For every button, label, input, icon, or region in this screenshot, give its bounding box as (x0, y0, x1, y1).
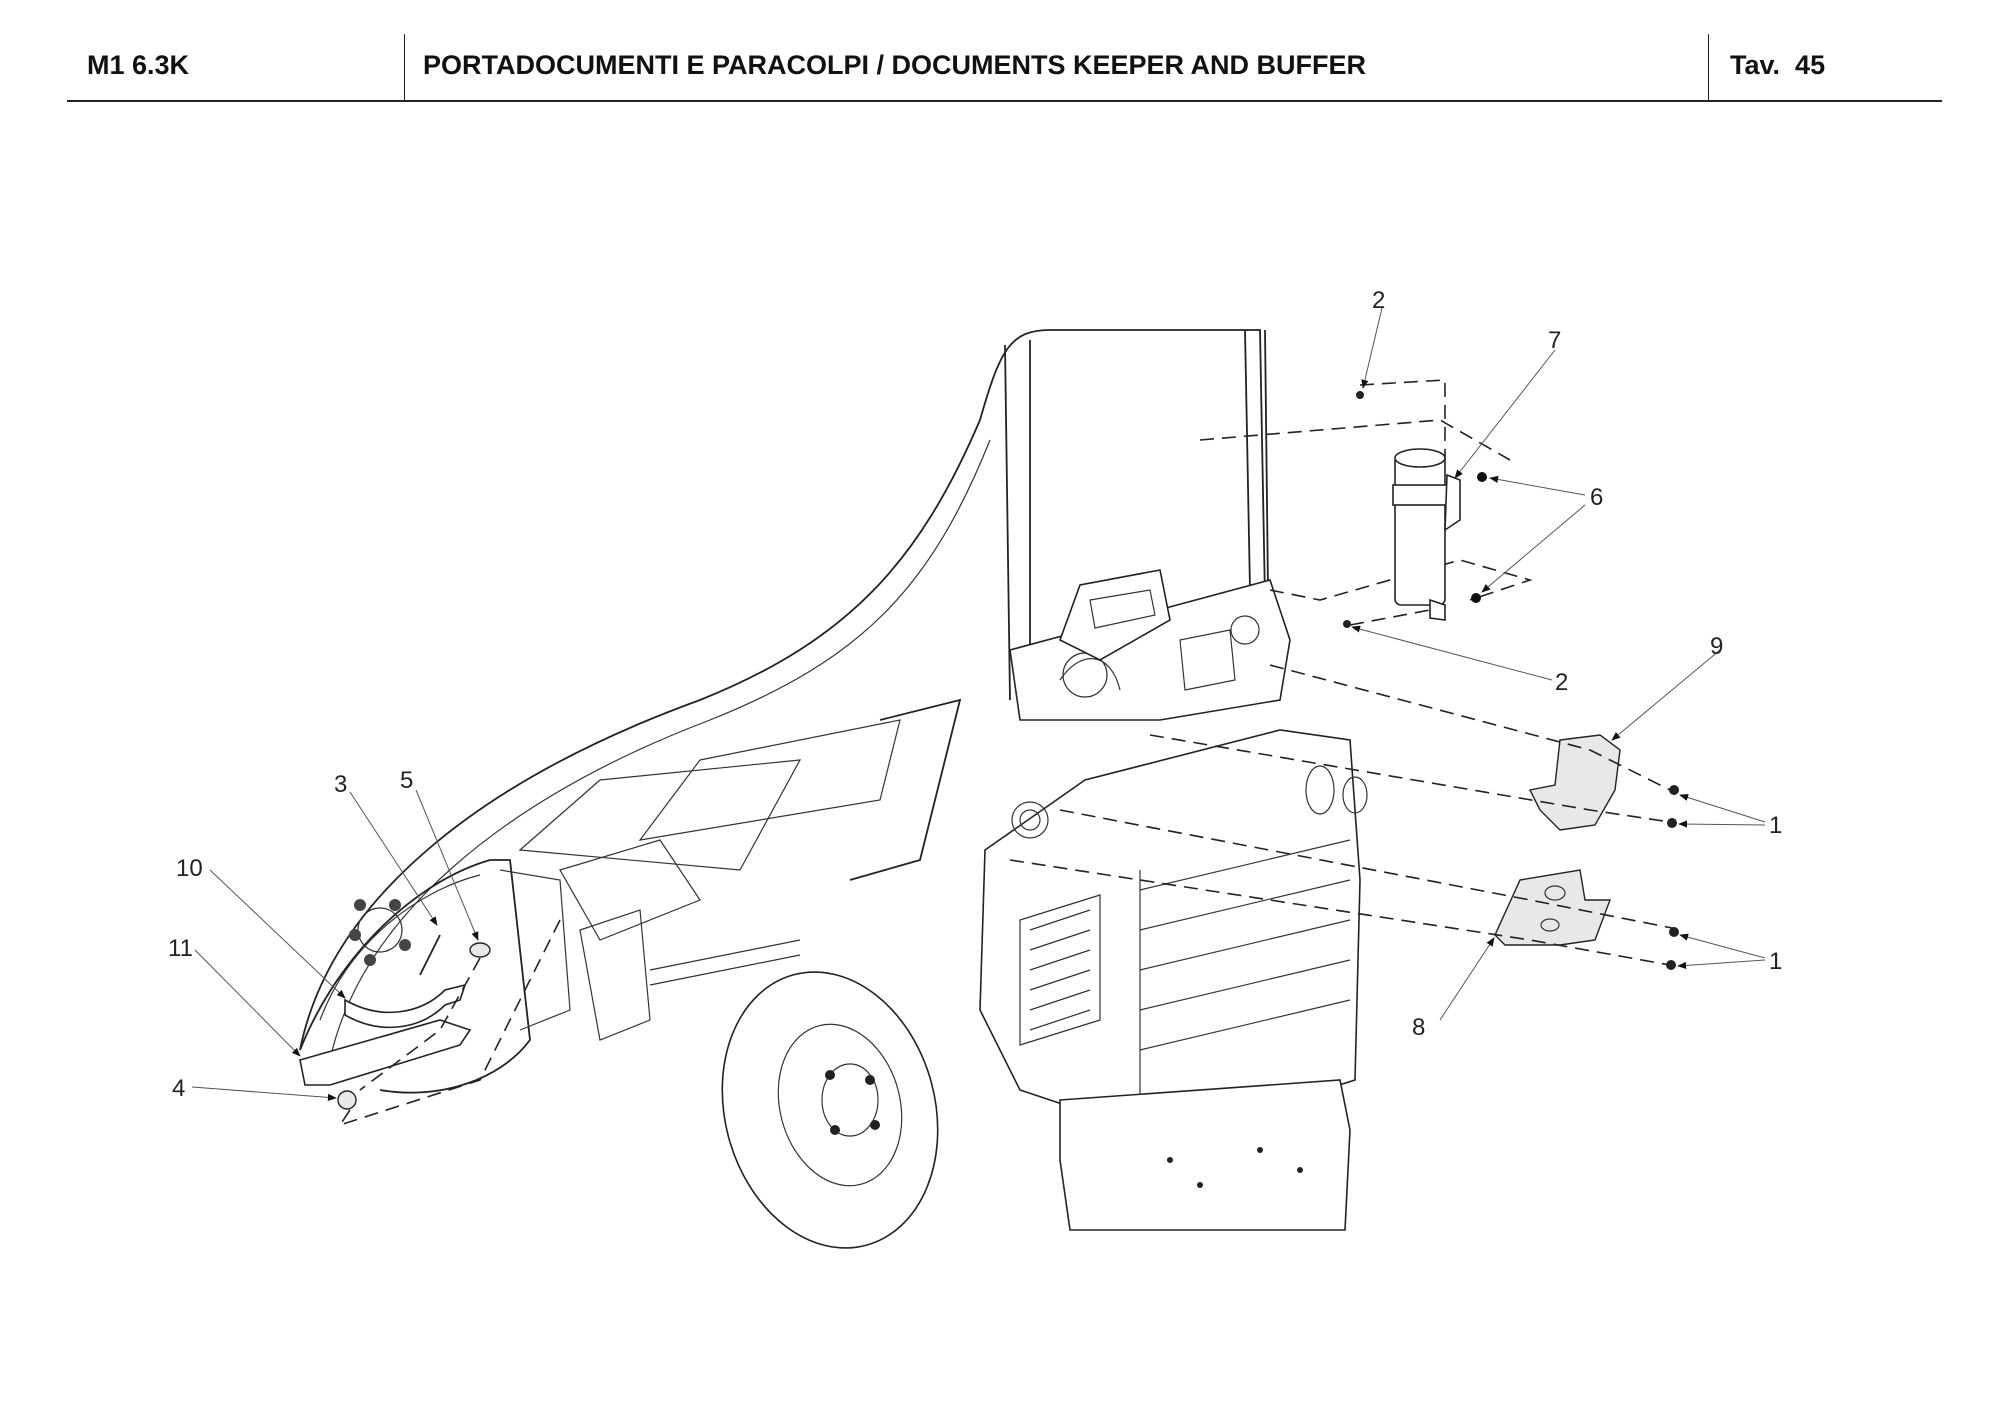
part-5-clip (469, 942, 491, 958)
part-11-plate (299, 1019, 472, 1086)
callout-3: 3 (334, 771, 347, 798)
part-8-buffer (1494, 869, 1612, 946)
document-keeper-assembly (1199, 379, 1533, 628)
part-9-buffer (1528, 734, 1621, 831)
callout-7: 7 (1548, 327, 1561, 354)
callout-1: 1 (1769, 948, 1782, 975)
header-divider (1708, 34, 1709, 100)
callout-1: 1 (1769, 812, 1782, 839)
table-value: 45 (1795, 49, 1826, 80)
callout-4: 4 (172, 1075, 185, 1102)
callout-6: 6 (1590, 484, 1603, 511)
part-1-screw (1669, 785, 1679, 795)
part-6-nut-top (1477, 472, 1487, 482)
header-divider (404, 34, 405, 100)
callout-2: 2 (1372, 287, 1385, 314)
grill (1019, 894, 1101, 1046)
leader-lines (191, 307, 1766, 1101)
callout-5: 5 (400, 767, 413, 794)
callout-11: 11 (168, 935, 193, 962)
part-1-screw (1669, 927, 1679, 937)
part-7-document-tube (1394, 454, 1446, 606)
page-header: M1 6.3K PORTADOCUMENTI E PARACOLPI / DOC… (67, 30, 1942, 102)
part-7-bracket (1444, 473, 1461, 532)
part-1-screw (1667, 818, 1677, 828)
table-label: Tav. (1730, 49, 1781, 80)
part-1-screw (1666, 960, 1676, 970)
table-number: Tav. 45 (1730, 30, 1825, 100)
rear-fender (299, 859, 571, 1094)
callout-8: 8 (1412, 1014, 1425, 1041)
callout-2: 2 (1555, 669, 1568, 696)
callout-10: 10 (176, 855, 203, 882)
part-4-nut (337, 1090, 357, 1110)
part-2-screw-top (1356, 391, 1364, 399)
front-wheel (721, 971, 939, 1249)
model-code: M1 6.3K (87, 49, 190, 80)
vehicle-body (299, 329, 1368, 1231)
part-10-bracket (344, 983, 467, 1029)
part-2-screw-bottom (1343, 620, 1351, 628)
part-3-pin (419, 934, 441, 976)
callout-9: 9 (1710, 633, 1723, 660)
page-title: PORTADOCUMENTI E PARACOLPI / DOCUMENTS K… (423, 49, 1367, 80)
part-6-nut-bottom (1471, 593, 1481, 603)
